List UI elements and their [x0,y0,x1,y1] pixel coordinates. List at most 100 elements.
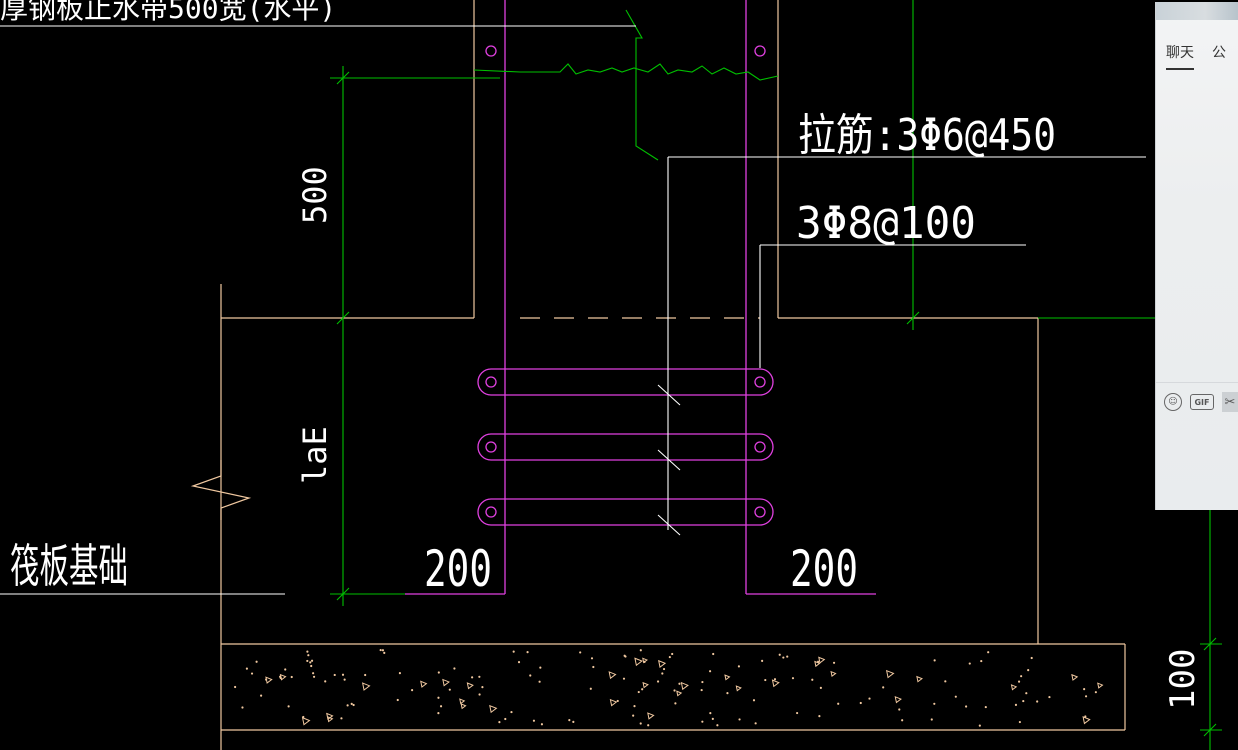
hatch-dot [671,652,674,656]
hatch-dot [381,649,385,652]
hatch-dot [346,704,349,707]
hatch-triangle [301,716,311,726]
hatch-dot [589,687,592,690]
hatch-dot [396,698,399,702]
hatch-dot [312,672,315,675]
gif-icon[interactable]: GIF [1190,394,1214,410]
hatch-dot [306,650,309,653]
hatch-dot [782,656,785,659]
hatch-dot [1025,692,1028,695]
hatch-dot [832,661,836,664]
hatch-dot [661,672,664,675]
panel-divider [1156,382,1238,383]
hatch-dot [637,690,640,694]
hatch-triangle [814,660,821,668]
hatch-dot [773,678,777,681]
hatch-dot [933,659,936,662]
concrete-hatch [234,648,1104,727]
hatch-dot [811,678,814,681]
hatch-triangle [680,681,689,691]
hatch-dot [250,672,254,675]
hatch-triangle [894,696,902,704]
hatch-triangle [658,659,667,669]
hatch-triangle [1097,682,1104,689]
hatch-dot [510,710,513,714]
rebar-group [405,0,876,595]
hatch-dot [1027,668,1030,672]
hatch-triangle [676,690,683,697]
stirrup-2 [477,433,774,461]
hatch-dot [819,686,822,690]
hatch-dot [1018,720,1021,724]
hatch-dot [579,651,582,654]
hatch-dot [333,673,336,677]
hatch-dot [726,692,729,695]
hatch-dot [818,714,821,718]
hatch-dot [592,665,595,669]
hatch-dot [572,720,575,723]
hatch-dot [310,664,313,668]
hatch-dot [398,672,402,675]
hatch-triangle [327,716,334,723]
hatch-dot [980,659,983,663]
hatch-dot [633,705,636,708]
hatch-dot [641,688,644,691]
chat-side-panel: 聊天 公 ☺ GIF ✂ [1155,2,1238,510]
hatch-dot [471,676,474,679]
hatch-dot [498,721,501,724]
hatch-dot [678,682,681,685]
hatch-dot [437,696,440,699]
hatch-dot [639,649,642,652]
hatch-dot [341,673,345,676]
hatch-dot [245,667,248,670]
tie-bar-label: 拉筋:3Φ6@450 [798,110,1056,161]
hatch-dot [310,659,314,662]
hatch-triangle [609,698,618,707]
hatch-dot [701,720,704,723]
hatch-triangle [459,698,466,705]
tab-public[interactable]: 公 [1212,45,1226,61]
hatch-dot [954,695,957,698]
hatch-dot [752,699,756,702]
hatch-dot [778,653,781,656]
hatch-dot [265,678,268,681]
hatch-dot [816,660,820,663]
hatch-dot [284,668,287,671]
hatch-dot [791,677,795,680]
hatch-dot [324,680,327,683]
hatch-triangle [1010,684,1018,691]
hatch-dot [837,702,840,705]
hatch-dot [340,717,343,720]
dim-100-label: 100 [1163,649,1203,710]
hatch-dot [1036,700,1039,703]
tab-chat[interactable]: 聊天 [1166,42,1194,70]
hatch-dot [933,702,936,705]
hatch-dot [1030,656,1033,660]
dim-200-left-label: 200 [424,540,492,598]
hatch-dot [662,667,666,671]
scissors-icon[interactable]: ✂ [1222,392,1238,412]
hatch-dot [674,702,677,705]
hatch-dot [761,659,764,662]
hatch-dot [712,652,715,656]
hatch-dot [437,671,440,674]
smiley-icon[interactable]: ☺ [1164,393,1182,411]
hatch-dot [383,651,386,654]
hatch-dot [532,719,536,722]
hatch-dot [343,678,346,681]
hatch-dot [643,660,646,663]
hatch-dot [290,675,293,679]
hatch-dot [647,724,650,727]
hatch-triangle [1082,716,1091,725]
hatch-dot [352,703,355,707]
hatch-dot [709,712,712,715]
hatch-triangle [916,675,923,683]
hatch-dot [944,680,947,683]
hatch-dot [478,693,481,696]
hatch-dot [540,723,544,726]
hatch-triangle [642,681,649,689]
raft-foundation-label: 筏板基础 [10,539,128,593]
hatch-dot [968,662,971,665]
